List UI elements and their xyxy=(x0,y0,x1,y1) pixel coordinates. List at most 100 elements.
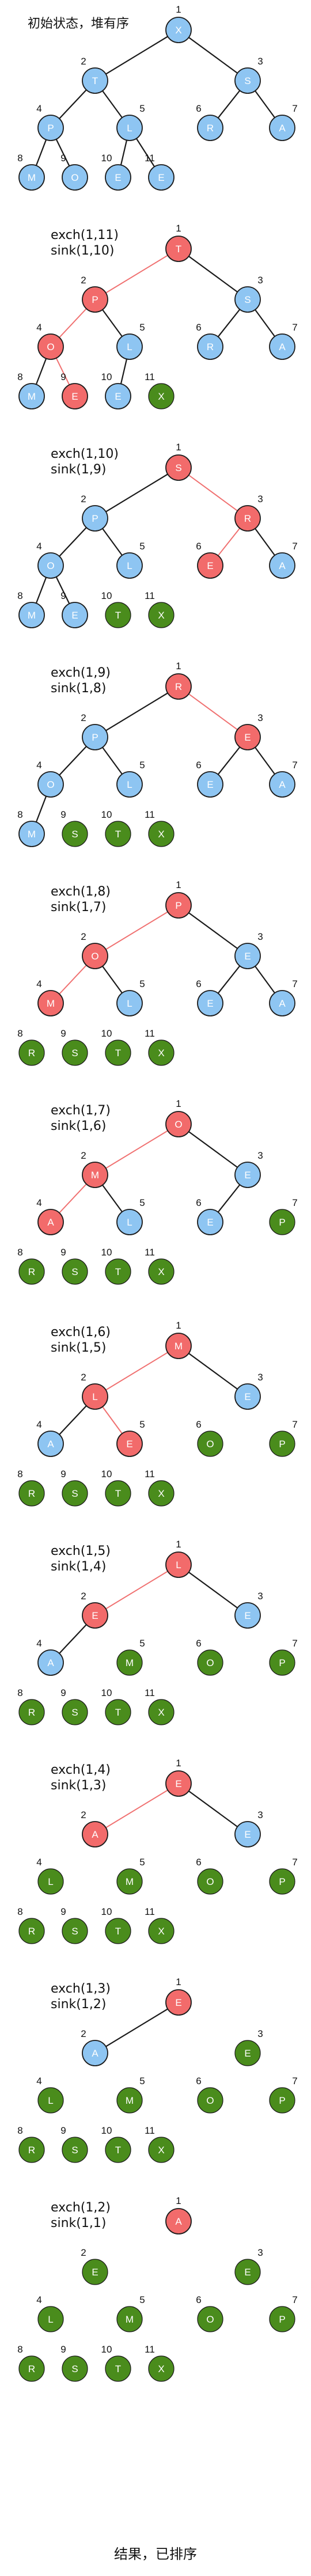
node-index: 9 xyxy=(60,809,66,820)
node-index: 1 xyxy=(176,1976,181,1987)
node-key: X xyxy=(158,1048,164,1059)
node-index: 9 xyxy=(60,371,66,382)
node-key: T xyxy=(115,2145,121,2156)
tree-edge xyxy=(178,248,248,300)
node-index: 5 xyxy=(139,1197,145,1208)
node-key: T xyxy=(115,1048,121,1059)
node-key: P xyxy=(92,732,98,743)
node-index: 3 xyxy=(257,1372,263,1383)
node-key: O xyxy=(206,1657,214,1668)
node-index: 3 xyxy=(257,275,263,286)
heap-node xyxy=(116,990,143,1016)
node-key: A xyxy=(92,2048,98,2059)
heap-node xyxy=(37,2087,64,2114)
node-key: M xyxy=(126,2314,134,2325)
node-index: 10 xyxy=(101,1028,112,1039)
node-index: 6 xyxy=(196,1197,201,1208)
sink-path-edge xyxy=(94,1124,179,1175)
node-index: 2 xyxy=(81,712,86,723)
heap-node xyxy=(197,552,223,579)
node-key: S xyxy=(71,1266,78,1277)
heap-node xyxy=(62,2137,88,2163)
node-key: M xyxy=(91,1170,99,1181)
node-index: 8 xyxy=(17,2125,22,2136)
node-key: P xyxy=(279,2095,285,2106)
step-caption: exch(1,10) xyxy=(51,447,119,461)
node-index: 6 xyxy=(196,2294,201,2305)
node-key: X xyxy=(158,1488,164,1499)
node-key: O xyxy=(206,1439,214,1450)
node-key: R xyxy=(175,681,182,692)
heap-node xyxy=(234,1602,261,1629)
node-key: T xyxy=(115,610,121,621)
node-index: 7 xyxy=(292,1857,297,1868)
node-index: 9 xyxy=(60,590,66,601)
node-key: R xyxy=(28,1926,35,1937)
step-caption: exch(1,3) xyxy=(51,1982,111,1996)
sink-path-edge xyxy=(94,1564,179,1616)
node-key: O xyxy=(206,1876,214,1887)
node-index: 2 xyxy=(81,494,86,504)
node-key: L xyxy=(92,1391,97,1402)
step-caption: exch(1,2) xyxy=(51,2201,111,2215)
node-index: 1 xyxy=(176,1320,181,1331)
heap-node xyxy=(18,2355,45,2382)
heap-node xyxy=(18,821,45,847)
heap-node xyxy=(62,1480,88,1507)
heap-node xyxy=(116,1431,143,1457)
tree-edge xyxy=(178,905,248,957)
node-index: 2 xyxy=(81,1150,86,1161)
step-caption: exch(1,4) xyxy=(51,1763,111,1777)
node-key: R xyxy=(28,2363,35,2374)
node-key: E xyxy=(115,172,121,183)
node-index: 1 xyxy=(176,1539,181,1550)
node-index: 10 xyxy=(101,1687,112,1698)
node-index: 7 xyxy=(292,1638,297,1649)
heap-node xyxy=(197,1649,223,1676)
node-index: 11 xyxy=(145,1247,155,1258)
sink-path-edge xyxy=(94,1345,179,1397)
node-index: 1 xyxy=(176,442,181,453)
heap-node xyxy=(37,1431,64,1457)
heap-node xyxy=(269,771,295,798)
node-key: P xyxy=(279,1217,285,1228)
heap-node xyxy=(18,1699,45,1725)
node-key: R xyxy=(28,1048,35,1059)
node-index: 3 xyxy=(257,2247,263,2258)
heap-node xyxy=(165,1770,192,1797)
heap-node xyxy=(165,2208,192,2234)
node-key: P xyxy=(279,1657,285,1668)
node-key: X xyxy=(158,391,164,402)
heap-node xyxy=(37,2306,64,2332)
node-key: X xyxy=(158,610,164,621)
heap-node xyxy=(82,1162,108,1188)
node-index: 3 xyxy=(257,931,263,942)
node-key: X xyxy=(158,2363,164,2374)
node-index: 2 xyxy=(81,2247,86,2258)
heap-node xyxy=(105,164,131,191)
node-index: 3 xyxy=(257,494,263,504)
heap-node xyxy=(82,505,108,532)
heap-node xyxy=(197,1868,223,1895)
heap-node xyxy=(269,1868,295,1895)
node-key: E xyxy=(207,1217,213,1228)
heap-node xyxy=(116,771,143,798)
node-key: R xyxy=(28,1488,35,1499)
heap-node xyxy=(148,383,175,409)
node-index: 8 xyxy=(17,809,22,820)
node-index: 7 xyxy=(292,760,297,771)
heap-node xyxy=(234,2040,261,2066)
node-key: A xyxy=(279,342,286,352)
node-index: 9 xyxy=(60,1906,66,1917)
node-key: R xyxy=(244,513,251,524)
heap-node xyxy=(165,1551,192,1578)
node-key: E xyxy=(71,610,78,621)
node-key: A xyxy=(47,1217,54,1228)
node-key: T xyxy=(115,1488,121,1499)
node-index: 2 xyxy=(81,275,86,286)
node-index: 7 xyxy=(292,2294,297,2305)
heap-node xyxy=(269,1431,295,1457)
node-index: 11 xyxy=(145,1687,155,1698)
node-key: X xyxy=(175,25,181,36)
